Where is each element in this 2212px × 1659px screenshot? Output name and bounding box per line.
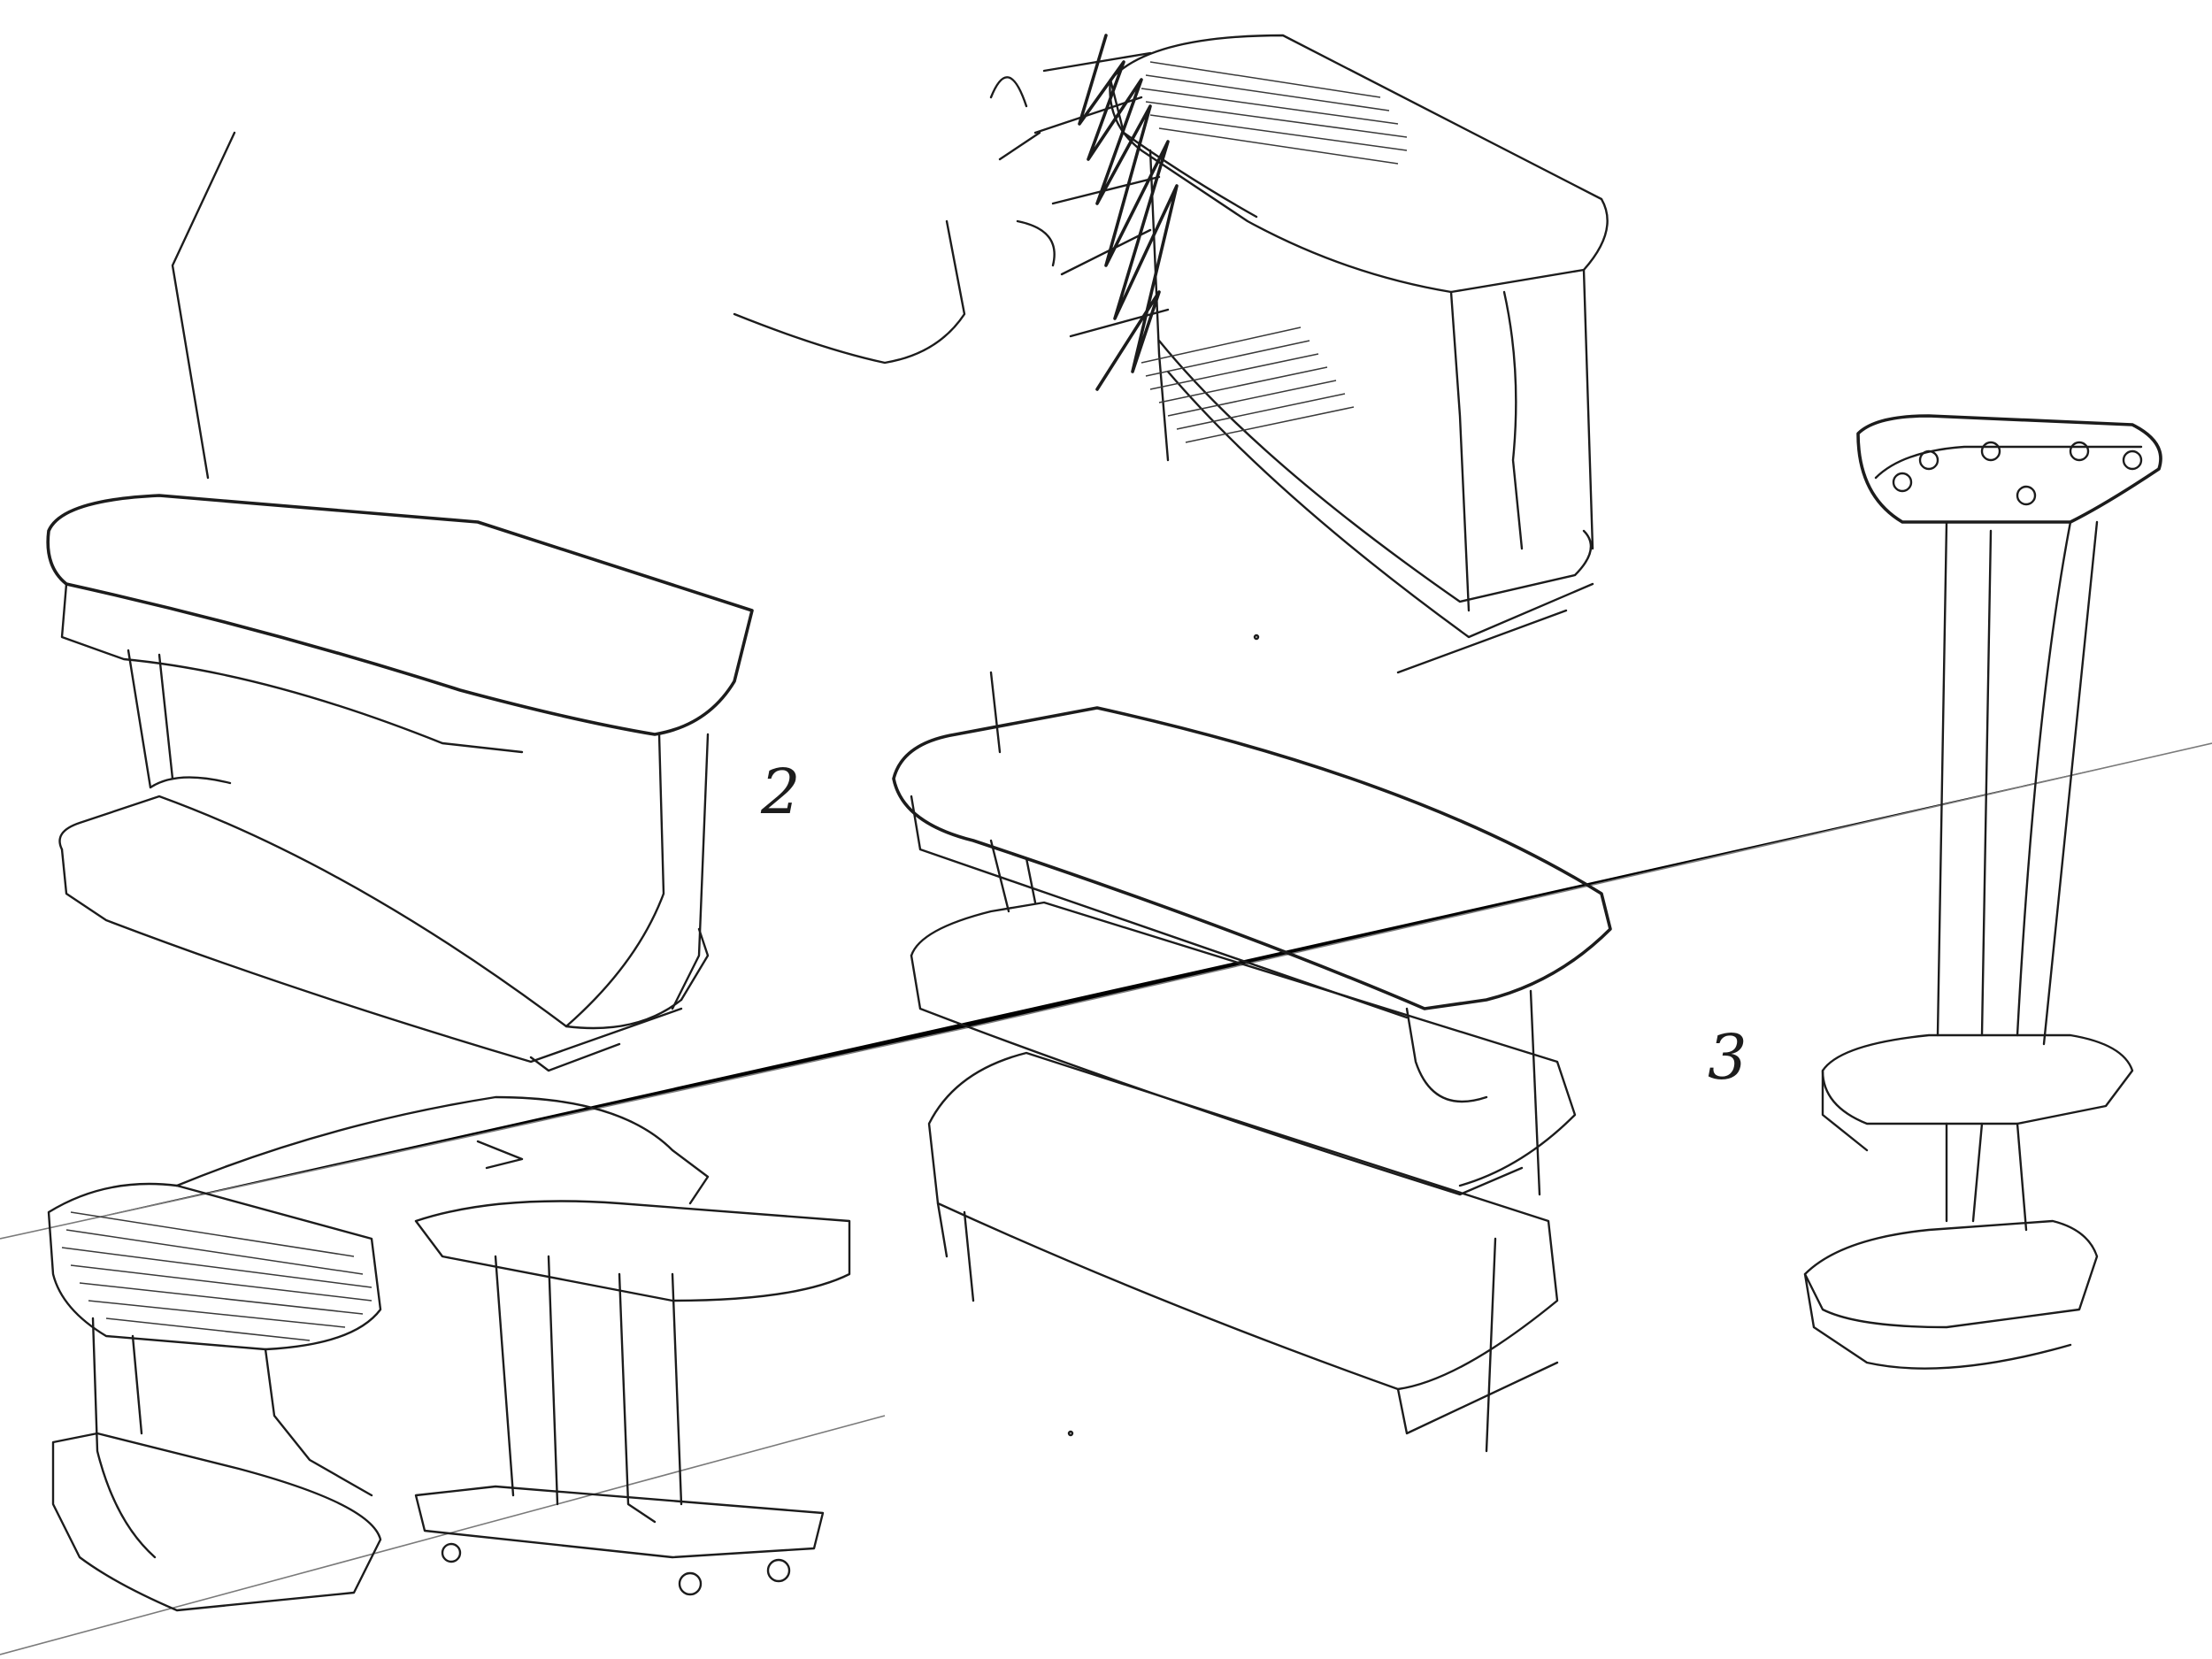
sketch-shelf-topright (989, 34, 1609, 674)
sketch-label-2: 2 (761, 756, 801, 828)
sketch-shelf-three-tier (892, 671, 1612, 1453)
stray-marks (1067, 634, 1260, 1437)
sketch-small-tables (47, 1095, 851, 1612)
small-table-hatch (61, 1211, 373, 1341)
scribble-shading (989, 34, 1179, 391)
sketch-console-left (46, 494, 754, 1072)
sketch-label-3: 3 (1708, 1021, 1747, 1094)
sketch-tall-stand (1803, 414, 2162, 1370)
top-hatch (1141, 61, 1408, 165)
construction-lines (0, 131, 2212, 1655)
lower-shelf-hatch (1141, 326, 1355, 443)
